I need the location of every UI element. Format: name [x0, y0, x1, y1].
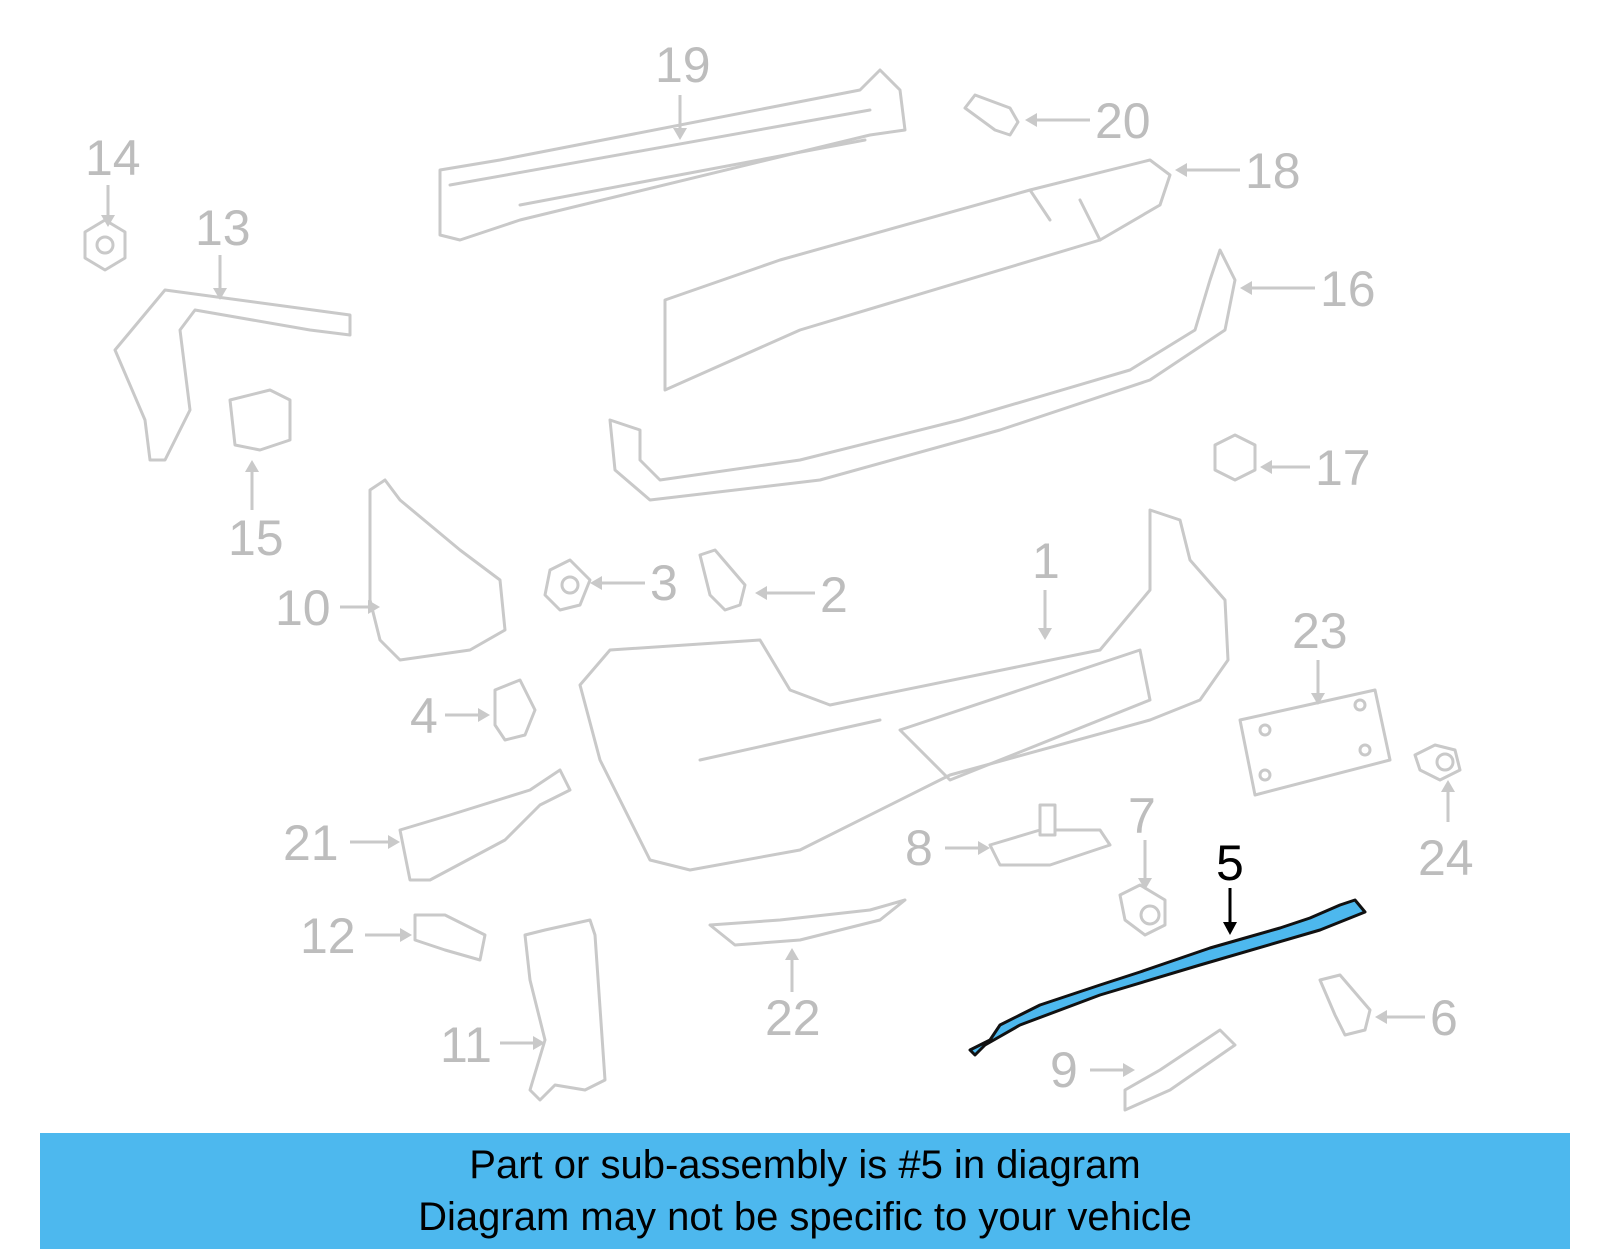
part-20-bolt [963, 93, 1020, 137]
part-23-plate-bracket [1238, 688, 1392, 797]
callout-14: 14 [85, 130, 141, 186]
part-16-support [608, 248, 1237, 502]
callout-7: 7 [1128, 788, 1156, 844]
banner-line-2: Diagram may not be specific to your vehi… [418, 1195, 1192, 1239]
part-2-bolt [698, 548, 747, 612]
part-17-nut [1213, 433, 1257, 482]
callout-10: 10 [275, 580, 331, 636]
part-21-bracket [398, 768, 572, 882]
callout-12: 12 [300, 908, 356, 964]
part-3-clip [543, 558, 592, 612]
leader-arrows [101, 95, 1455, 1077]
callout-23: 23 [1292, 603, 1348, 659]
callout-17: 17 [1315, 440, 1371, 496]
part-14-nut [83, 218, 127, 272]
part-8-bracket [988, 803, 1112, 867]
callout-1: 1 [1032, 533, 1060, 589]
callout-2: 2 [820, 567, 848, 623]
banner-line-1: Part or sub-assembly is #5 in diagram [469, 1143, 1141, 1187]
callout-13: 13 [195, 200, 251, 256]
callout-20: 20 [1095, 93, 1151, 149]
callout-4: 4 [410, 688, 438, 744]
callout-labels: 19 20 18 16 17 14 13 15 10 3 2 1 4 23 24… [85, 37, 1474, 1098]
callout-22: 22 [765, 990, 821, 1046]
callout-16: 16 [1320, 261, 1376, 317]
callout-6: 6 [1430, 990, 1458, 1046]
part-11-bracket [523, 918, 607, 1102]
callout-18: 18 [1245, 143, 1301, 199]
part-6-bolt [1318, 973, 1372, 1037]
part-4-retainer [493, 678, 537, 742]
part-5-valance [968, 898, 1367, 1057]
part-12-bolt [413, 913, 487, 962]
part-7-sensor [1118, 883, 1167, 937]
part-9-strip [1123, 1028, 1237, 1112]
callout-21: 21 [283, 815, 339, 871]
part-18-absorber [663, 158, 1172, 392]
part-24-grommet [1413, 743, 1462, 782]
part-15-clip [228, 388, 292, 452]
callout-5-highlighted: 5 [1216, 835, 1244, 891]
callout-11: 11 [440, 1017, 492, 1073]
callout-3: 3 [650, 555, 678, 611]
callout-9: 9 [1050, 1042, 1078, 1098]
part-1-bumper-cover [578, 508, 1230, 872]
part-10-mudflap [368, 478, 507, 662]
part-22-trim [708, 898, 907, 947]
callout-8: 8 [905, 820, 933, 876]
part-13-bracket [113, 288, 352, 462]
callout-24: 24 [1418, 830, 1474, 886]
part-19-reinforcement [438, 68, 907, 242]
callout-15: 15 [228, 510, 284, 566]
info-banner: Part or sub-assembly is #5 in diagram Di… [40, 1133, 1570, 1249]
callout-19: 19 [655, 37, 711, 93]
